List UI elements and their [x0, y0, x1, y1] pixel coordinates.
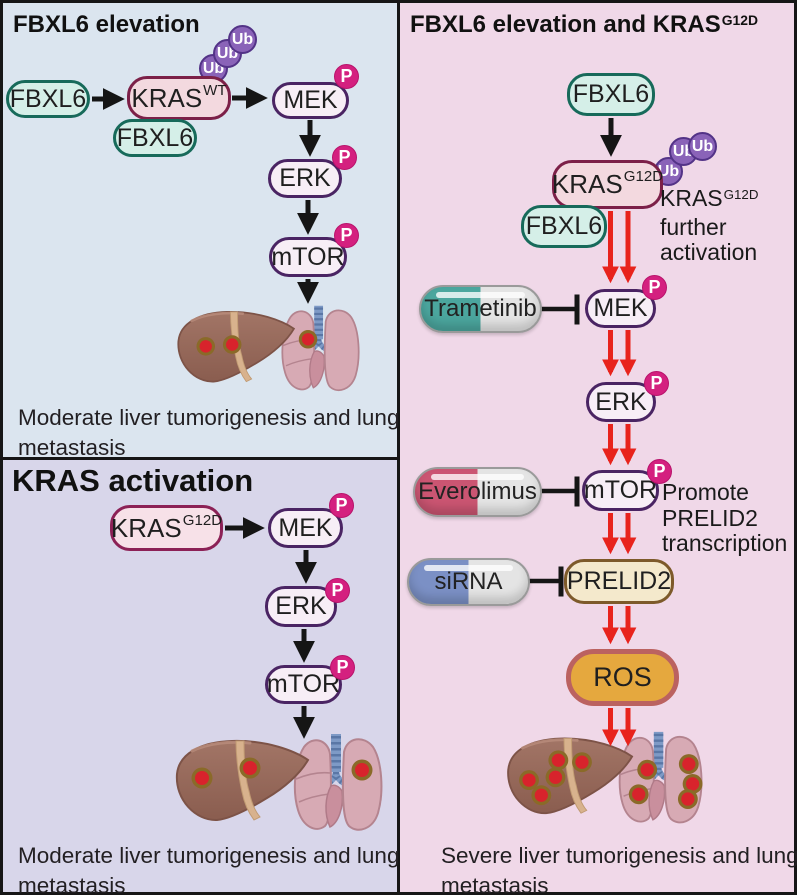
node-mtor: mTOR — [269, 237, 347, 277]
annotation-prelid2-transcription: Promote PRELID2 transcription — [662, 479, 788, 556]
ubiquitin-icon: Ub — [688, 132, 717, 161]
phospho-badge-icon: P — [334, 64, 359, 89]
phospho-badge-icon: P — [334, 223, 359, 248]
drug-pill-everolimus: Everolimus — [413, 467, 542, 517]
node-fbxl6: FBXL6 — [567, 73, 655, 116]
node-mek: MEK — [272, 82, 349, 119]
drug-pill-sirna: siRNA — [407, 558, 530, 606]
node-erk: ERK — [268, 159, 342, 198]
node-fbxl6: FBXL6 — [6, 80, 90, 118]
phospho-badge-icon: P — [642, 275, 667, 300]
panel-a-title: FBXL6 elevation — [13, 11, 200, 38]
node-fbxl6-bound: FBXL6 — [521, 205, 607, 248]
phospho-badge-icon: P — [325, 578, 350, 603]
phospho-badge-icon: P — [329, 493, 354, 518]
liver-lungs-illustration — [172, 732, 392, 842]
annotation-kras-activation: KRASG12D further activation — [660, 185, 759, 265]
node-mtor: mTOR — [265, 665, 342, 704]
ubiquitin-icon: Ub — [669, 137, 698, 166]
node-mtor: mTOR — [582, 470, 659, 511]
phospho-badge-icon: P — [644, 371, 669, 396]
node-mek: MEK — [268, 508, 343, 548]
phospho-badge-icon: P — [647, 459, 672, 484]
node-fbxl6-bound: FBXL6 — [113, 119, 197, 157]
ubiquitin-icon: Ub — [228, 25, 257, 54]
phospho-badge-icon: P — [330, 655, 355, 680]
phospho-badge-icon: P — [332, 145, 357, 170]
liver-lungs-illustration — [503, 730, 712, 834]
node-erk: ERK — [265, 586, 337, 627]
panel-c-title: FBXL6 elevation and KRASG12D — [410, 11, 759, 38]
panel-b-title: KRAS activation — [12, 463, 254, 498]
panel-fbxl6-and-kras — [397, 0, 797, 895]
drug-pill-trametinib: Trametinib — [419, 285, 542, 333]
node-ros: ROS — [566, 649, 679, 706]
node-prelid2: PRELID2 — [564, 559, 674, 604]
liver-lungs-illustration — [174, 304, 368, 401]
